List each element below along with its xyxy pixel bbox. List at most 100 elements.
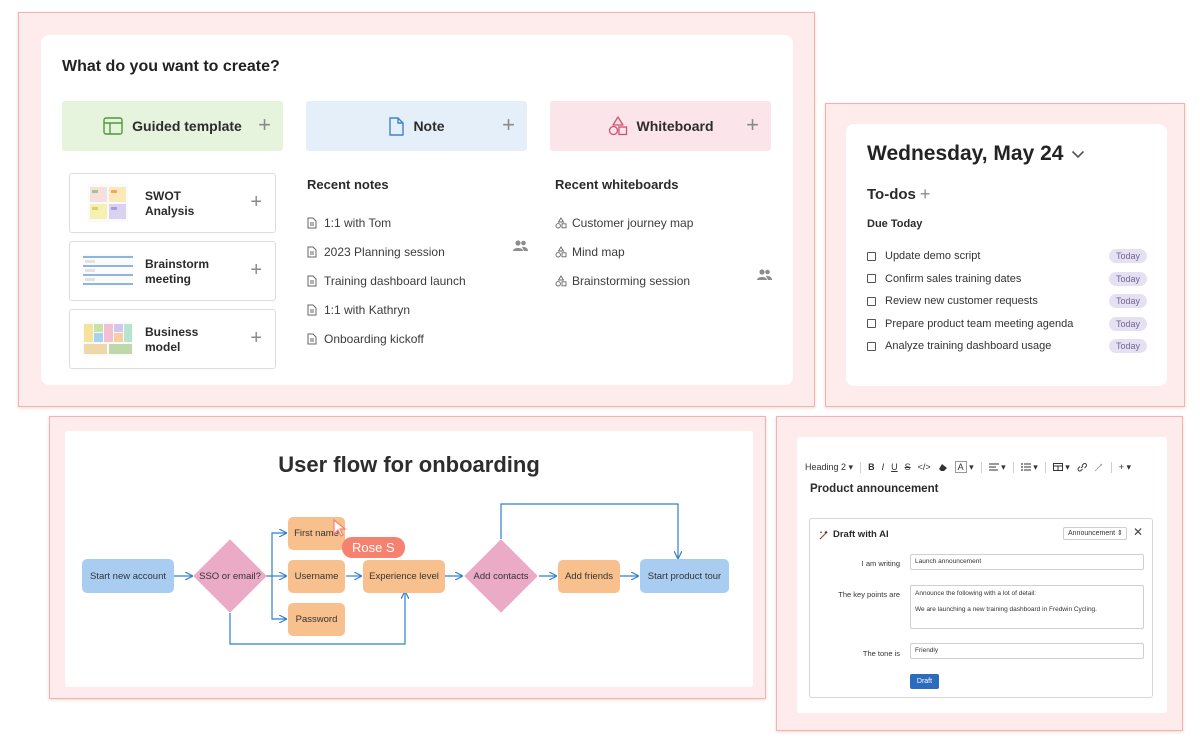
align-icon[interactable]: ▾: [988, 461, 1006, 472]
plus-icon[interactable]: +: [250, 191, 262, 213]
decision-label: Add contacts: [473, 570, 529, 582]
todos-panel: Wednesday, May 24 To-dos + Due Today Upd…: [825, 103, 1185, 407]
strikethrough-button[interactable]: S: [904, 462, 911, 472]
today-badge: Today: [1108, 316, 1147, 331]
template-name: Brainstorm meeting: [145, 257, 210, 286]
flow-node-username[interactable]: Username: [288, 560, 345, 593]
note-doc-icon: [307, 333, 323, 345]
draft-with-ai-dialog: Draft with AI Announcement ⇕ ✕ I am writ…: [809, 518, 1153, 698]
announcement-select[interactable]: Announcement ⇕: [1063, 527, 1127, 540]
brainstorm-thumbnail: [83, 252, 133, 290]
whiteboard-small-icon: [555, 216, 571, 229]
decision-label: SSO or email?: [199, 570, 261, 582]
recent-note-item[interactable]: 1:1 with Tom: [307, 208, 529, 237]
note-icon: [388, 116, 405, 136]
template-icon: [103, 117, 123, 135]
key-points-textarea[interactable]: Announce the following with a lot of det…: [910, 585, 1144, 629]
key-points-line: Announce the following with a lot of det…: [915, 590, 1037, 597]
todo-checkbox[interactable]: [867, 296, 876, 306]
chevron-down-icon[interactable]: [1071, 150, 1085, 159]
flow-node-experience[interactable]: Experience level: [363, 560, 445, 593]
writing-input[interactable]: Launch announcement: [910, 554, 1144, 570]
whiteboard-small-icon: [555, 245, 571, 258]
ai-wand-icon[interactable]: [1094, 463, 1104, 472]
text-color-label: A: [954, 461, 967, 473]
whiteboard-button[interactable]: Whiteboard +: [550, 101, 771, 151]
underline-button[interactable]: U: [891, 462, 898, 472]
format-toolbar: Heading 2 ▾ B I U S </> A ▾ ▾ ▾ ▾ + ▾: [805, 460, 1138, 474]
todo-label: Analyze training dashboard usage: [885, 340, 1052, 353]
recent-note-label: Training dashboard launch: [324, 273, 466, 288]
insert-button[interactable]: + ▾: [1118, 461, 1132, 473]
todo-checkbox[interactable]: [867, 274, 876, 284]
flow-node-product-tour[interactable]: Start product tour: [640, 559, 729, 593]
recent-whiteboard-label: Mind map: [572, 244, 625, 259]
whiteboard-label: Whiteboard: [636, 118, 714, 134]
text-color-button[interactable]: A ▾: [954, 461, 974, 473]
flow-node-start-account[interactable]: Start new account: [82, 559, 174, 593]
document-title[interactable]: Product announcement: [810, 483, 939, 495]
todo-checkbox[interactable]: [867, 319, 876, 329]
todo-checkbox[interactable]: [867, 341, 876, 351]
recent-whiteboard-label: Customer journey map: [572, 215, 694, 230]
date-heading[interactable]: Wednesday, May 24: [867, 142, 1085, 166]
code-button[interactable]: </>: [917, 462, 931, 472]
recent-note-item[interactable]: Training dashboard launch: [307, 266, 529, 295]
flow-node-password[interactable]: Password: [288, 603, 345, 636]
today-badge: Today: [1108, 249, 1147, 263]
note-doc-icon: [307, 217, 323, 229]
bold-button[interactable]: B: [868, 462, 875, 472]
italic-button[interactable]: I: [881, 462, 885, 472]
today-badge: Today: [1108, 271, 1147, 286]
shared-users-icon: [513, 240, 528, 251]
recent-whiteboards-heading: Recent whiteboards: [555, 177, 679, 192]
flow-decision-sso[interactable]: SSO or email?: [193, 539, 267, 613]
recent-note-item[interactable]: 2023 Planning session: [307, 237, 529, 266]
template-brainstorm[interactable]: Brainstorm meeting +: [69, 241, 276, 301]
close-icon[interactable]: ✕: [1133, 525, 1144, 539]
heading-label: Heading 2: [805, 462, 847, 472]
recent-whiteboard-item[interactable]: Customer journey map: [555, 208, 777, 237]
link-icon[interactable]: [1077, 462, 1087, 472]
user-flow-panel: User flow for onboarding Start new ac: [49, 416, 766, 699]
recent-whiteboard-label: Brainstorming session: [572, 273, 691, 288]
template-name: SWOT Analysis: [145, 189, 195, 218]
create-card: What do you want to create? Guided templ…: [41, 35, 793, 385]
template-swot[interactable]: SWOT Analysis +: [69, 173, 276, 233]
guided-template-button[interactable]: Guided template +: [62, 101, 283, 151]
flow-node-add-friends[interactable]: Add friends: [558, 560, 620, 593]
flow-decision-add-contacts[interactable]: Add contacts: [464, 539, 538, 613]
todo-label: Review new customer requests: [885, 295, 1038, 308]
template-business-model[interactable]: Business model +: [69, 309, 276, 369]
recent-whiteboard-item[interactable]: Mind map: [555, 237, 777, 266]
tone-input[interactable]: Friendly: [910, 643, 1144, 659]
heading-dropdown[interactable]: Heading 2 ▾: [805, 461, 854, 473]
collaborator-cursor-icon: [333, 518, 347, 542]
whiteboard-shapes-icon: [608, 116, 628, 136]
flow-title: User flow for onboarding: [278, 452, 540, 477]
guided-template-label: Guided template: [132, 118, 242, 134]
plus-icon: +: [502, 112, 515, 137]
draft-button[interactable]: Draft: [910, 674, 939, 689]
key-points-label: The key points are: [838, 590, 900, 599]
table-icon[interactable]: ▾: [1052, 462, 1070, 473]
todo-checkbox[interactable]: [867, 251, 876, 261]
eraser-icon[interactable]: [938, 463, 948, 472]
note-button[interactable]: Note +: [306, 101, 527, 151]
insert-label: +: [1118, 462, 1125, 472]
add-todo-icon[interactable]: +: [919, 184, 931, 204]
toolbar-divider: [860, 461, 862, 473]
list-icon[interactable]: ▾: [1020, 462, 1038, 473]
toolbar-divider: [1012, 461, 1014, 473]
recent-note-label: 1:1 with Kathryn: [324, 302, 411, 317]
recent-note-item[interactable]: 1:1 with Kathryn: [307, 295, 529, 324]
whiteboard-small-icon: [555, 274, 571, 287]
collaborator-tag: Rose S: [342, 537, 405, 558]
plus-icon[interactable]: +: [250, 259, 262, 281]
recent-whiteboard-item[interactable]: Brainstorming session: [555, 266, 777, 295]
plus-icon[interactable]: +: [250, 327, 262, 349]
recent-note-item[interactable]: Onboarding kickoff: [307, 324, 529, 353]
